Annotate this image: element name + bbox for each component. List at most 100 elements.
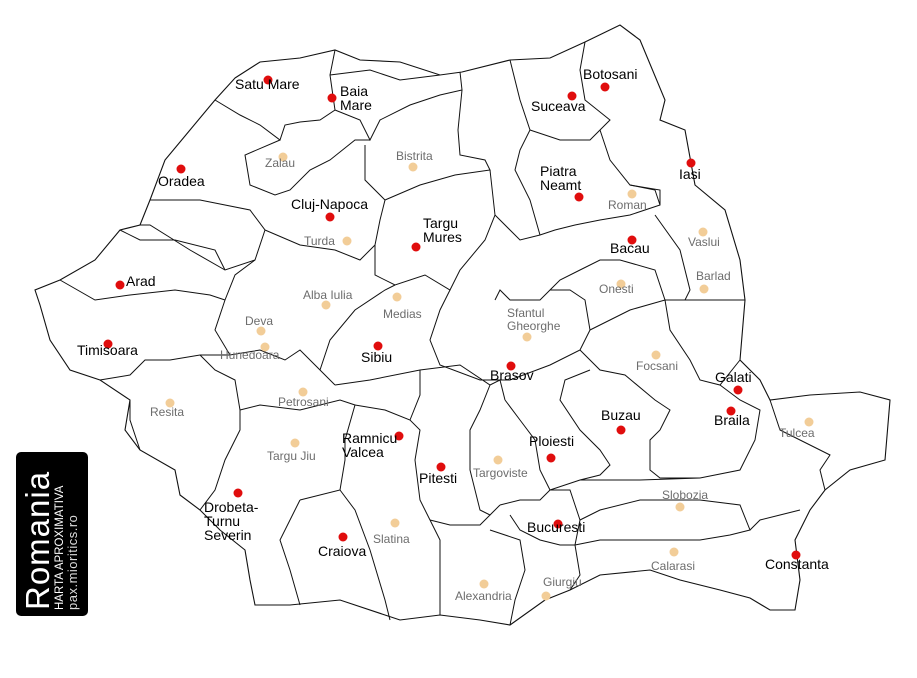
city-label: Roman: [608, 198, 647, 212]
city-dot: [233, 488, 243, 498]
city-label: Bistrita: [396, 149, 433, 163]
city-marker: Satu Mare: [235, 75, 300, 92]
city-marker: Tulcea: [779, 417, 815, 440]
city-marker: Roman: [608, 189, 647, 212]
city-dot: [698, 227, 708, 237]
city-label: Barlad: [696, 269, 731, 283]
city-marker: Galati: [715, 369, 752, 395]
city-label: Giurgiu: [543, 575, 582, 589]
city-label: Buzau: [601, 407, 641, 423]
city-marker: Slobozia: [662, 488, 708, 512]
city-marker: Vaslui: [688, 227, 720, 249]
city-dot: [616, 279, 626, 289]
city-marker: Braila: [714, 406, 750, 428]
city-label: Targu Jiu: [267, 449, 316, 463]
city-label: Alexandria: [455, 589, 512, 603]
city-dot: [574, 192, 584, 202]
city-dot: [394, 431, 404, 441]
city-dot: [298, 387, 308, 397]
city-label: Iasi: [679, 166, 701, 182]
city-label: Ploiesti: [529, 433, 574, 449]
city-label: Arad: [126, 273, 156, 289]
city-marker: Barlad: [696, 269, 731, 294]
city-marker: Zalau: [265, 152, 295, 170]
city-marker: Resita: [150, 398, 184, 419]
legend-title: Romania: [19, 470, 56, 610]
city-label: Oradea: [158, 173, 205, 189]
city-dot: [506, 361, 516, 371]
city-label: Vaslui: [688, 235, 720, 249]
city-label: Suceava: [531, 98, 586, 114]
legend-source: pax.mioritics.ro: [65, 514, 80, 610]
city-marker: Giurgiu: [541, 575, 582, 601]
city-label: Alba Iulia: [303, 288, 353, 302]
city-dot: [165, 398, 175, 408]
city-dot: [686, 158, 696, 168]
city-label: Botosani: [583, 66, 637, 82]
city-dot: [479, 579, 489, 589]
city-label: Satu Mare: [235, 76, 300, 92]
city-dot: [675, 502, 685, 512]
city-label: Craiova: [318, 543, 366, 559]
city-marker: Hunedoara: [220, 342, 280, 362]
city-dot: [390, 518, 400, 528]
city-marker: Timisoara: [77, 339, 138, 358]
city-label: Onesti: [599, 282, 634, 296]
city-dot: [493, 455, 503, 465]
city-dot: [256, 326, 266, 336]
city-label: Galati: [715, 369, 752, 385]
county-borders: [59, 41, 831, 626]
city-label: Pitesti: [419, 470, 457, 486]
city-marker: Targu Jiu: [267, 438, 316, 463]
city-dot: [651, 350, 661, 360]
city-dot: [546, 453, 556, 463]
city-marker: Craiova: [318, 532, 366, 559]
city-dot: [726, 406, 736, 416]
city-label: Braila: [714, 412, 750, 428]
city-marker: Oradea: [158, 164, 205, 189]
city-label: Timisoara: [77, 342, 138, 358]
city-dot: [327, 93, 337, 103]
city-label: Cluj-Napoca: [291, 196, 368, 212]
city-label: Calarasi: [651, 559, 695, 573]
city-dot: [176, 164, 186, 174]
city-label: Slatina: [373, 532, 410, 546]
city-dot: [408, 162, 418, 172]
city-marker: Buzau: [601, 407, 641, 435]
city-dot: [342, 236, 352, 246]
city-label: Deva: [245, 314, 273, 328]
city-dot: [290, 438, 300, 448]
city-dot: [411, 242, 421, 252]
city-marker: Turda: [304, 234, 352, 248]
city-dot: [791, 550, 801, 560]
city-marker: Sibiu: [361, 341, 392, 365]
city-label: Tulcea: [779, 426, 815, 440]
city-dot: [616, 425, 626, 435]
city-dot: [522, 332, 532, 342]
city-marker: Ploiesti: [529, 433, 574, 463]
city-marker: Arad: [115, 273, 156, 290]
city-dot: [325, 212, 335, 222]
city-marker: Targoviste: [473, 455, 528, 480]
city-dot: [321, 300, 331, 310]
city-marker: Constanta: [765, 550, 829, 572]
city-marker: Bucuresti: [527, 519, 585, 535]
city-dot: [699, 284, 709, 294]
city-label: Bucuresti: [527, 519, 585, 535]
city-dot: [669, 547, 679, 557]
city-dot: [553, 519, 563, 529]
city-label: Bacau: [610, 240, 650, 256]
city-marker: Alexandria: [455, 579, 512, 603]
city-marker: Iasi: [679, 158, 701, 182]
city-marker: Brasov: [490, 361, 534, 383]
city-dot: [804, 417, 814, 427]
map-legend: Romania HARTA APROXIMATIVA pax.mioritics…: [16, 452, 88, 616]
city-marker: Medias: [383, 292, 422, 321]
city-marker: Alba Iulia: [303, 288, 353, 310]
city-marker: Onesti: [599, 279, 634, 296]
city-label: Sibiu: [361, 349, 392, 365]
city-label: Turda: [304, 234, 335, 248]
